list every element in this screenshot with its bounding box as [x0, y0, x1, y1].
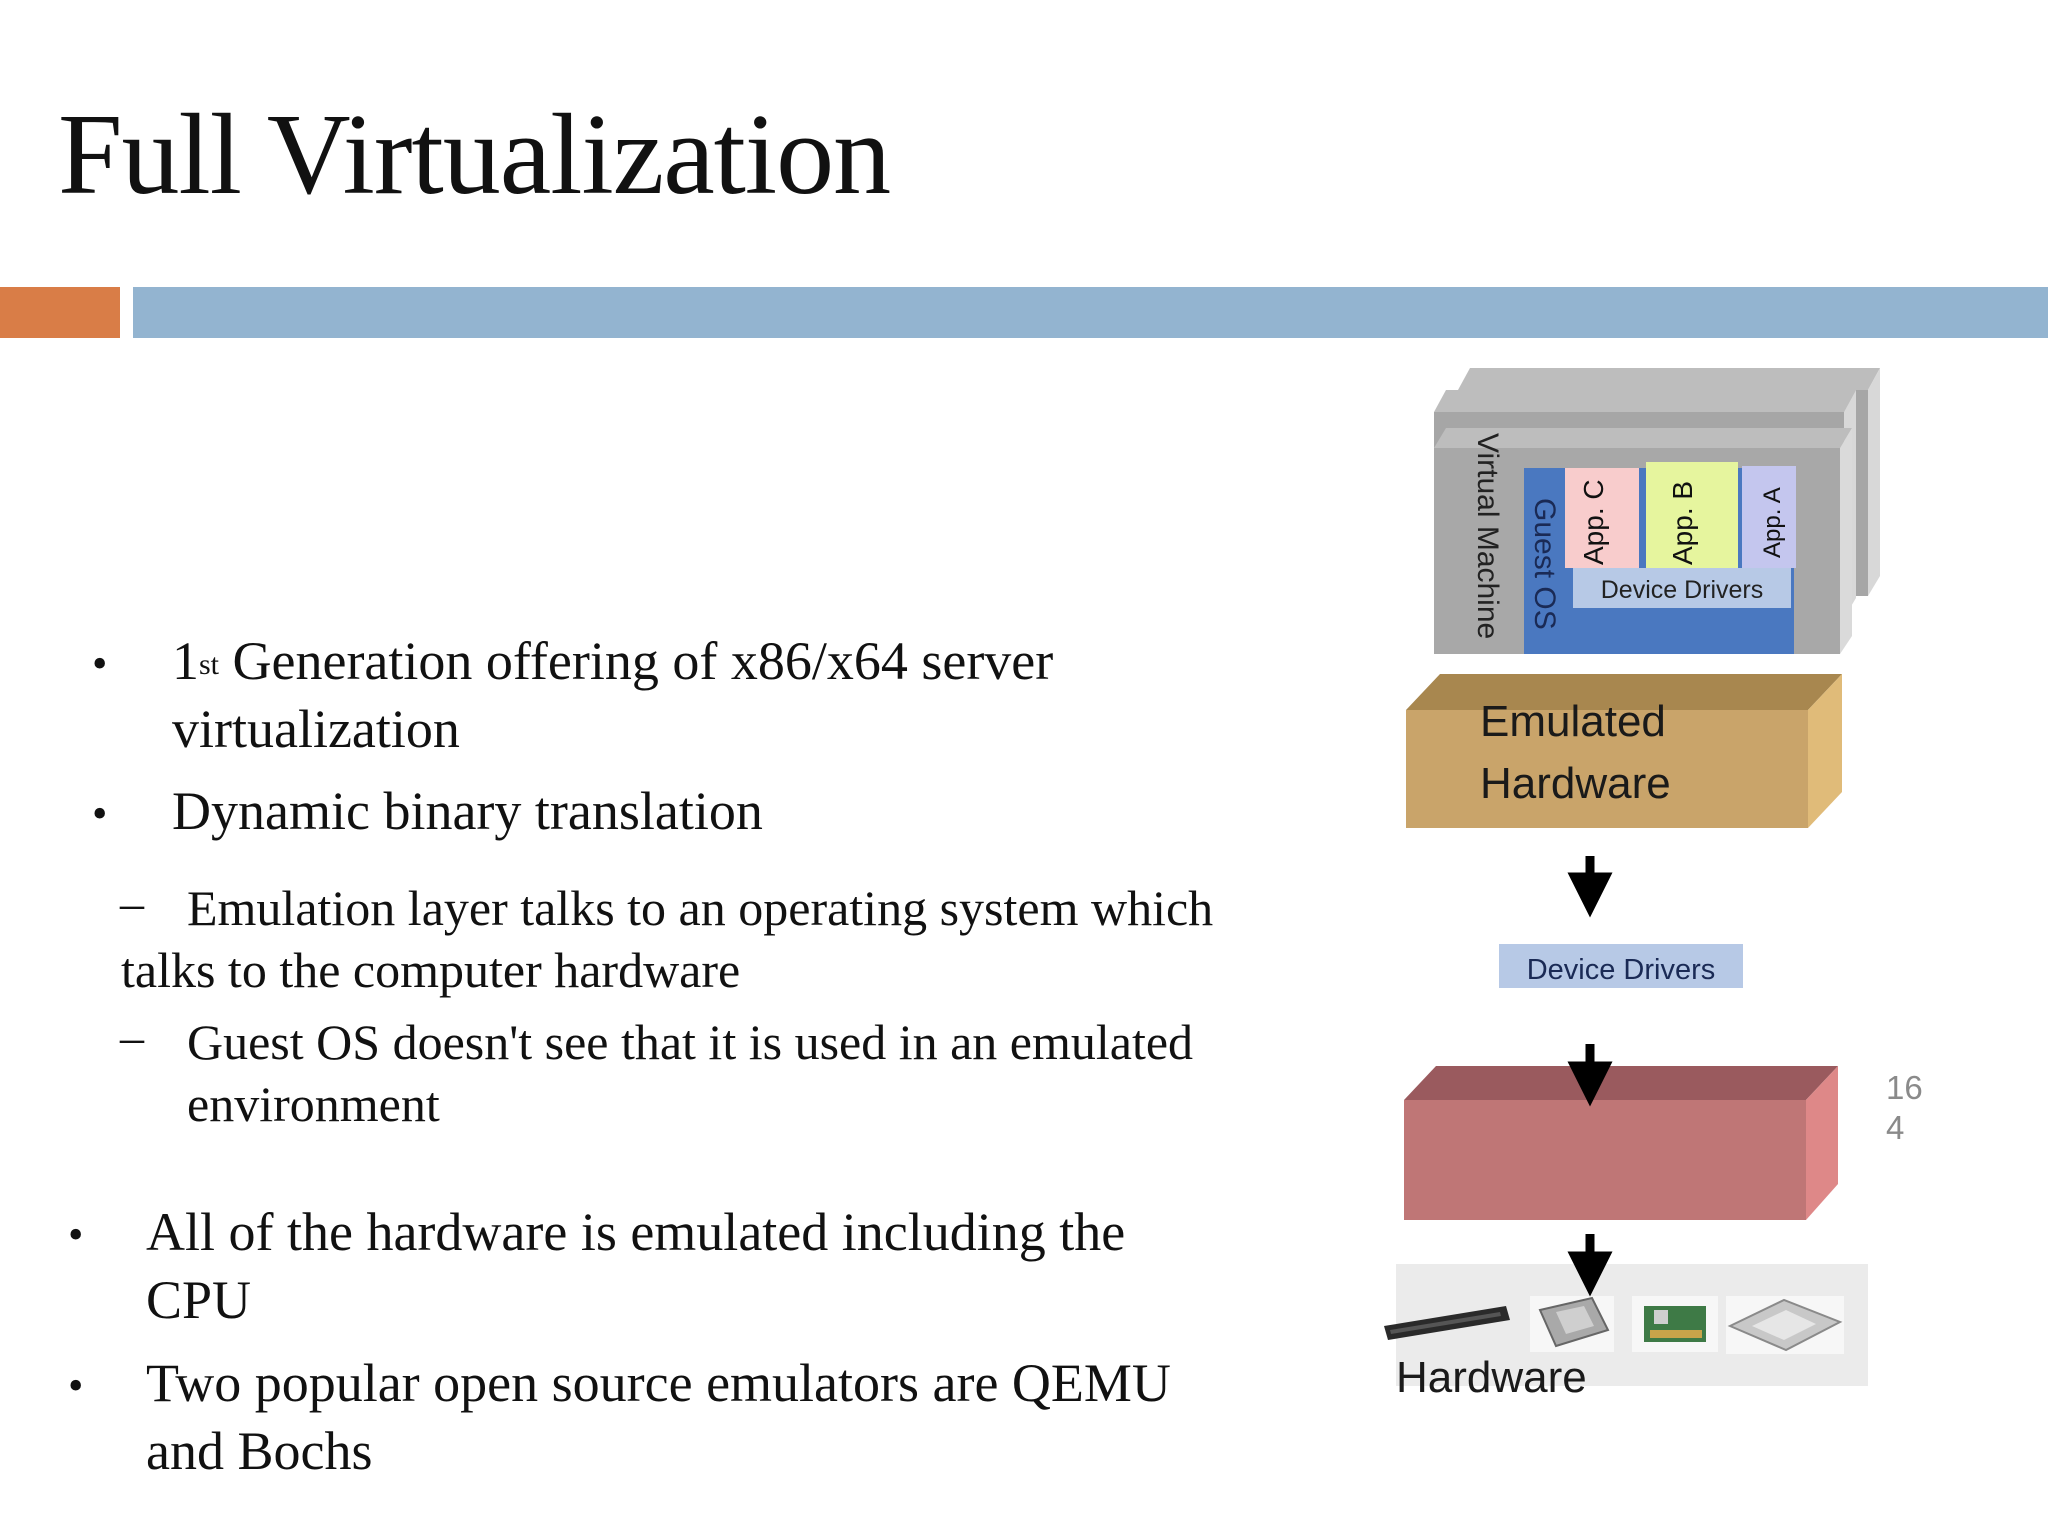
emulated-hardware-front: [1406, 710, 1808, 828]
sub-bullet-1-line-2: talks to the computer hardware: [121, 942, 741, 998]
bullet-list: • 1st Generation offering of x86/x64 ser…: [68, 627, 1214, 1481]
app-b-label: App. B: [1667, 481, 1698, 565]
slide-title: Full Virtualization: [58, 91, 891, 219]
bullet-dot: •: [68, 1361, 84, 1410]
emulated-label-line-2: Hardware: [1480, 759, 1671, 808]
bullet-3-line-2: CPU: [146, 1270, 252, 1330]
host-os-block: [1404, 1066, 1838, 1220]
page-number: 16 4: [1886, 1068, 1923, 1148]
emulated-hardware-side: [1808, 674, 1842, 828]
vm-stack: Virtual Machine Guest OS App. C App. B A…: [1434, 368, 1880, 654]
page-number-line-2: 4: [1886, 1109, 1905, 1146]
sub-bullet-1-line-1: Emulation layer talks to an operating sy…: [187, 880, 1214, 936]
hard-drive-icon: [1726, 1296, 1844, 1354]
sub-bullet-2-line-1: Guest OS doesn't see that it is used in …: [187, 1014, 1194, 1070]
bullet-dot: •: [92, 639, 108, 688]
network-card-icon: [1632, 1296, 1718, 1352]
app-a-label: App. A: [1759, 487, 1786, 558]
emulated-label-line-1: Emulated: [1480, 697, 1666, 746]
host-os-top: [1404, 1066, 1838, 1100]
page-number-line-1: 16: [1886, 1069, 1923, 1106]
bullet-1-line-1: 1st Generation offering of x86/x64 serve…: [172, 627, 1053, 695]
emulated-hardware-block: Emulated Hardware: [1406, 674, 1842, 828]
accent-bar-blue: [133, 287, 2048, 338]
bullet-1-text: Generation offering of x86/x64 server: [232, 631, 1054, 691]
vm-card-back-top: [1458, 368, 1880, 390]
sub-bullet-dash: –: [120, 877, 144, 930]
vm-card-front-side: [1840, 428, 1852, 654]
bullet-dot: •: [92, 789, 108, 838]
bullet-1-superscript: st: [199, 648, 220, 681]
bullet-4-line-1: Two popular open source emulators are QE…: [146, 1353, 1171, 1413]
sub-bullet-dash: –: [120, 1011, 144, 1064]
hardware-label: Hardware: [1396, 1353, 1587, 1402]
app-c-box: [1565, 468, 1639, 568]
bullet-1-number: 1: [172, 631, 199, 691]
bullet-4-line-2: and Bochs: [146, 1421, 373, 1481]
app-c-label: App. C: [1578, 479, 1609, 565]
host-device-drivers-box: [1499, 944, 1743, 988]
host-os-side: [1806, 1066, 1838, 1220]
virtual-machine-label: Virtual Machine: [1471, 433, 1504, 639]
vm-card-back-side: [1868, 368, 1880, 596]
sub-bullet-2-line-2: environment: [187, 1076, 440, 1132]
vm-device-drivers-box: [1573, 568, 1791, 608]
vm-card-front-top: [1434, 428, 1852, 448]
ram-icon: [1384, 1306, 1510, 1340]
accent-bar-orange: [0, 287, 120, 338]
bullet-dot: •: [68, 1210, 84, 1259]
bullet-3-line-1: All of the hardware is emulated includin…: [146, 1202, 1126, 1262]
vm-device-drivers-label: Device Drivers: [1601, 576, 1764, 604]
guest-os-label: Guest OS: [1528, 498, 1561, 630]
cpu-icon: [1530, 1296, 1614, 1352]
emulated-hardware-top: [1406, 674, 1842, 710]
bullet-1-line-2: virtualization: [172, 699, 460, 759]
host-os-front: [1404, 1100, 1806, 1220]
app-a-box: [1742, 466, 1796, 568]
app-b-box: [1646, 462, 1738, 568]
vm-card-middle-top: [1434, 390, 1856, 412]
bullet-2: Dynamic binary translation: [172, 781, 763, 841]
host-device-drivers-label: Device Drivers: [1527, 954, 1716, 986]
